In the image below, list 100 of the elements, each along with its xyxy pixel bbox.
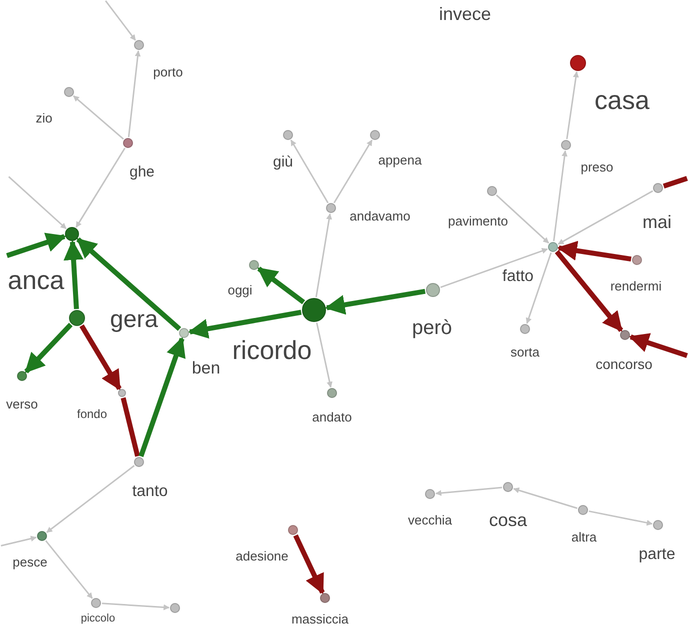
- arrow: [73, 95, 124, 140]
- arrow: [588, 510, 653, 526]
- graph-node: [548, 242, 558, 252]
- arrow: [553, 150, 568, 242]
- thick-arrow: [554, 250, 624, 332]
- graph-node: [503, 482, 513, 492]
- arrow: [76, 148, 126, 228]
- arrow: [435, 486, 502, 496]
- graph-node: [118, 389, 126, 397]
- arrow: [558, 190, 654, 245]
- graph-node: [653, 183, 663, 193]
- word-label: pavimento: [448, 214, 508, 228]
- word-label: oggi: [228, 284, 252, 296]
- word-label: rendermi: [610, 280, 662, 292]
- graph-node: [578, 505, 588, 515]
- graph-node: [425, 489, 435, 499]
- graph-node: [561, 140, 571, 150]
- graph-node: [179, 328, 189, 338]
- graph-node: [570, 55, 586, 71]
- word-label: preso: [580, 160, 614, 174]
- word-label: fondo: [76, 408, 108, 420]
- graph-node: [123, 138, 133, 148]
- word-label: ricordo: [232, 337, 312, 363]
- word-label: giù: [272, 154, 294, 170]
- graph-node: [370, 130, 380, 140]
- arrow: [315, 213, 332, 298]
- graph-node: [288, 525, 298, 535]
- arrow: [8, 176, 67, 230]
- word-label: piccolo: [80, 614, 116, 624]
- graph-node: [65, 227, 79, 241]
- arrow: [290, 140, 329, 204]
- thick-arrow: [76, 237, 182, 331]
- word-label: adesione: [236, 550, 288, 562]
- word-label: invece: [438, 5, 492, 23]
- word-label: altra: [571, 530, 597, 544]
- graph-node: [620, 330, 630, 340]
- graph-node: [170, 603, 180, 613]
- graph-node: [283, 130, 293, 140]
- graph-node: [653, 520, 663, 530]
- thick-arrow: [6, 232, 66, 258]
- arrow: [102, 602, 170, 610]
- thick-arrow: [257, 266, 306, 304]
- word-label: porto: [153, 66, 183, 78]
- word-label: verso: [6, 398, 38, 410]
- word-label: vecchia: [408, 514, 452, 526]
- thick-arrow: [324, 288, 426, 315]
- graph-node: [91, 598, 101, 608]
- word-label: casa: [594, 87, 650, 113]
- thick-arrow: [556, 240, 632, 262]
- arrow: [46, 465, 135, 533]
- arrow: [496, 194, 550, 244]
- arrow: [333, 140, 373, 204]
- word-label: tanto: [132, 484, 168, 500]
- arrow: [105, 0, 136, 41]
- word-label: zio: [36, 112, 52, 124]
- arrow: [128, 50, 141, 138]
- thick-arrow: [138, 336, 186, 458]
- graph-node: [249, 260, 259, 270]
- word-label: sorta: [510, 346, 540, 358]
- thick-arrow: [24, 322, 73, 374]
- word-label: ghe: [129, 164, 155, 180]
- word-label: andavamo: [350, 210, 410, 222]
- graph-node: [69, 310, 85, 326]
- word-label: andato: [312, 410, 352, 424]
- graph-node: [302, 298, 326, 322]
- graph-node: [520, 324, 530, 334]
- thick-arrow: [628, 333, 688, 358]
- graph-node: [37, 531, 47, 541]
- graph-node: [134, 40, 144, 50]
- arrow: [526, 252, 552, 324]
- arrow: [45, 540, 93, 599]
- word-label: parte: [638, 547, 676, 563]
- graph-node: [487, 186, 497, 196]
- arrow: [513, 487, 578, 509]
- thick-arrow: [79, 324, 122, 390]
- word-label: gera: [110, 308, 158, 332]
- word-label: ben: [192, 360, 220, 376]
- graph-node: [64, 87, 74, 97]
- graph-node: [632, 255, 642, 265]
- graph-node: [134, 457, 144, 467]
- word-label: mai: [642, 213, 672, 231]
- word-label: pesce: [12, 556, 48, 568]
- word-label: cosa: [488, 511, 528, 529]
- word-label: concorso: [596, 357, 652, 371]
- graph-node: [17, 371, 27, 381]
- graph-node: [320, 593, 330, 603]
- graph-node: [426, 283, 440, 297]
- arrow: [0, 536, 37, 546]
- arrow: [440, 248, 548, 288]
- word-label: però: [412, 318, 452, 338]
- word-label: appena: [378, 154, 422, 166]
- thick-arrow: [293, 534, 325, 594]
- arrow: [566, 71, 579, 140]
- thick-arrow: [188, 310, 302, 339]
- arrow: [316, 322, 333, 388]
- thick-arrow: [64, 240, 84, 310]
- word-label: fatto: [502, 269, 534, 285]
- graph-node: [327, 388, 337, 398]
- word-label: massiccia: [291, 612, 349, 626]
- word-label: anca: [8, 267, 64, 293]
